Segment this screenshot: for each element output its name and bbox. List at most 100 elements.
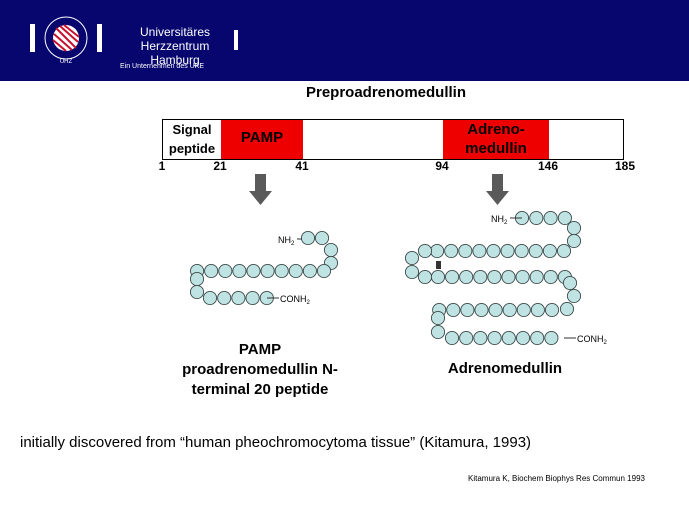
adm-residue: [502, 302, 517, 318]
adm-residue: [430, 310, 446, 326]
pamp-residue: [189, 271, 205, 287]
adm-residue: [566, 220, 582, 236]
pamp-segment: [221, 120, 303, 159]
pamp-residue: [189, 284, 205, 300]
pamp-arrow-icon: [249, 174, 272, 205]
precursor-bar: Signal peptide PAMP Adreno- medullin: [162, 119, 624, 160]
adm-residue: [544, 302, 560, 318]
pamp-residue: [323, 242, 339, 258]
signal-line2: peptide: [168, 141, 216, 156]
pamp-residue: [245, 290, 260, 306]
adm-residue: [445, 269, 460, 285]
adm-residue: [543, 210, 558, 226]
adm-residue: [487, 330, 502, 346]
reference-citation: Kitamura K, Biochem Biophys Res Commun 1…: [468, 474, 645, 483]
pamp-residue: [260, 263, 275, 279]
adm-residue: [417, 243, 433, 259]
adm-residue: [473, 269, 488, 285]
tick-1: 1: [158, 159, 166, 173]
adm-residue: [544, 330, 559, 346]
tick-41: 41: [295, 159, 309, 173]
pamp-desc-line2: proadrenomedullin N-: [182, 361, 338, 378]
adm-residue: [444, 243, 459, 259]
pamp-residue: [300, 230, 316, 246]
pamp-residue: [302, 263, 317, 279]
header-banner: UHZ Universitäres Herzzentrum Hamburg Ei…: [0, 0, 689, 81]
pamp-residue: [202, 290, 218, 306]
adm-residue: [559, 301, 575, 317]
adm-residue: [486, 243, 501, 259]
svg-text:UHZ: UHZ: [60, 59, 73, 65]
signal-line1: Signal: [172, 122, 212, 137]
uni-line2: Hamburg: [150, 53, 200, 67]
pamp-residue: [232, 263, 247, 279]
pamp-description: PAMP proadrenomedullin N- terminal 20 pe…: [150, 340, 370, 400]
pamp-residue: [217, 290, 232, 306]
adm-residue: [404, 250, 420, 266]
adm-residue: [543, 269, 558, 285]
pamp-desc-line1: PAMP: [238, 341, 282, 358]
uni-line1: Universitäres Herzzentrum: [139, 25, 211, 53]
uni-subtitle: Ein Unternehmen des UKE: [120, 63, 205, 70]
adm-residue: [444, 330, 460, 346]
adm-residue: [530, 302, 545, 318]
adm-residue: [566, 233, 582, 249]
adm-residue: [488, 302, 503, 318]
adm-residue: [460, 302, 475, 318]
adm-residue: [562, 275, 578, 291]
adm-residue: [501, 269, 516, 285]
pamp-residue: [288, 263, 303, 279]
disulfide-bond: [436, 261, 441, 269]
adm-residue: [430, 269, 446, 285]
signal-peptide-label: Signal peptide: [163, 120, 221, 158]
adreno-line2: medullin: [465, 140, 527, 157]
adm-nh2-label: NH2: [491, 214, 508, 226]
adm-residue: [473, 330, 488, 346]
tick-94: 94: [435, 159, 449, 173]
uhz-logo-icon: UHZ: [30, 16, 102, 65]
pamp-conh2-label: CONH2: [280, 294, 311, 306]
adm-residue: [417, 269, 433, 285]
adm-residue: [404, 264, 420, 280]
pamp-residue: [314, 230, 330, 246]
pamp-desc-line3: terminal 20 peptide: [191, 381, 329, 398]
pamp-residue: [204, 263, 219, 279]
adm-residue: [516, 302, 531, 318]
pamp-nh2-label: NH2: [278, 235, 295, 247]
adm-residue: [530, 330, 545, 346]
pamp-segment-label: PAMP: [240, 129, 284, 146]
pamp-residue: [218, 263, 233, 279]
adm-residue: [556, 243, 572, 259]
adrenomedullin-segment: [443, 120, 549, 159]
adm-residue: [430, 243, 445, 259]
adm-bead-chain: [404, 210, 582, 346]
pamp-residue: [274, 263, 289, 279]
adm-residue: [515, 269, 530, 285]
adm-conh2-label: CONH2: [577, 334, 608, 346]
adreno-line1: Adreno-: [467, 121, 525, 138]
tick-146: 146: [537, 159, 559, 173]
discovery-note: initially discovered from “human pheochr…: [20, 434, 532, 451]
adm-arrow-icon: [486, 174, 509, 205]
adrenomedullin-segment-label: Adreno- medullin: [443, 120, 549, 158]
adm-residue: [459, 269, 474, 285]
adm-residue: [557, 210, 572, 226]
adm-residue: [446, 302, 461, 318]
pamp-residue: [231, 290, 246, 306]
adm-residue: [430, 324, 446, 340]
adm-residue: [472, 243, 487, 259]
logo-bar: [234, 30, 238, 50]
tick-21: 21: [213, 159, 227, 173]
tick-185: 185: [614, 159, 636, 173]
adm-residue: [514, 243, 529, 259]
pamp-bead-chain: [189, 230, 339, 306]
pamp-residue: [316, 263, 332, 279]
adm-residue: [542, 243, 557, 259]
adm-residue: [501, 330, 516, 346]
adm-residue: [487, 269, 502, 285]
adm-residue: [515, 330, 531, 346]
adm-residue: [529, 269, 544, 285]
university-name: Universitäres Herzzentrum Hamburg: [116, 25, 234, 67]
adm-residue: [529, 210, 544, 226]
